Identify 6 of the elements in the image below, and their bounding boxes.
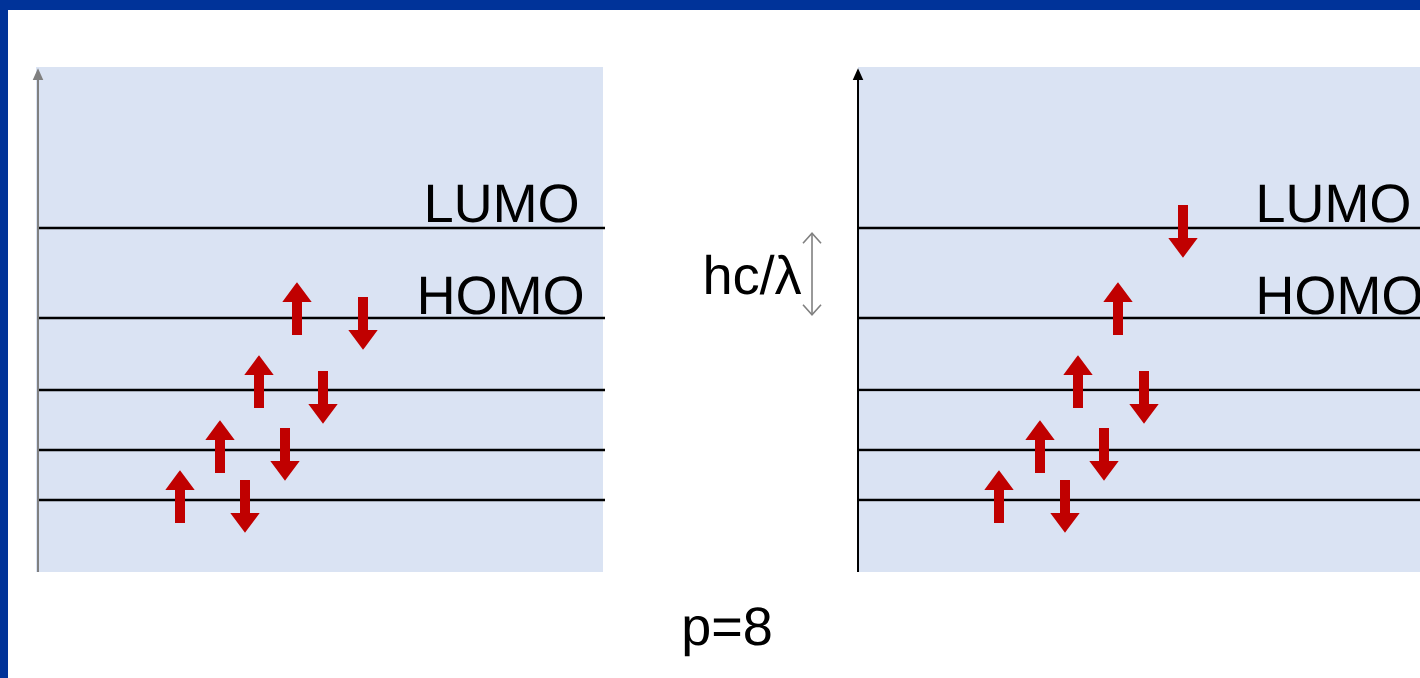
caption-label: p=8 bbox=[684, 607, 771, 657]
level-label: HOMO bbox=[421, 276, 583, 315]
level-label: HOMO bbox=[1259, 276, 1420, 315]
level-label: LUMO bbox=[428, 184, 577, 223]
energy-gap-label: hc/λ bbox=[706, 254, 802, 295]
level-label: LUMO bbox=[1259, 184, 1409, 223]
